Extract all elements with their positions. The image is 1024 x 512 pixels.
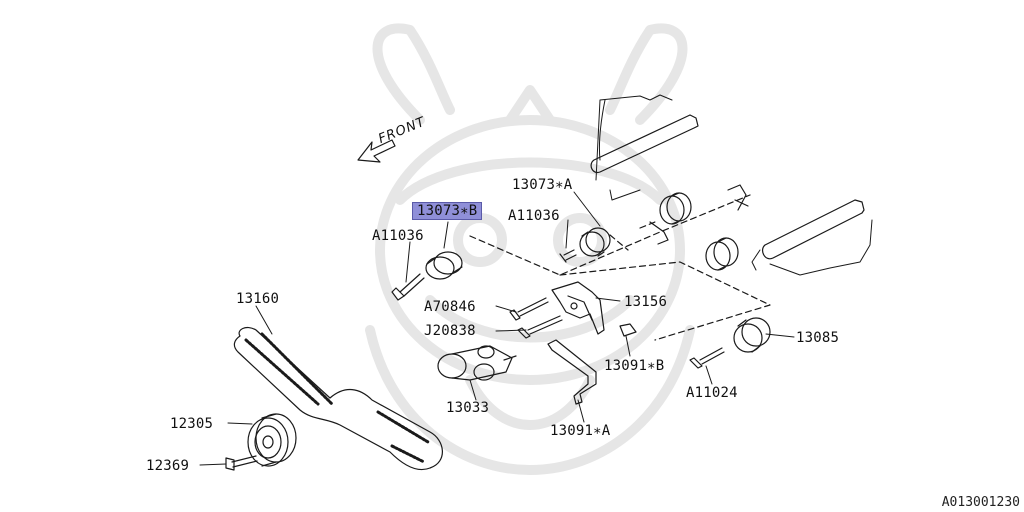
bolt-a11024 [689,347,725,369]
clip-13091b [619,323,637,337]
belt-tensioner-13033 [437,345,517,381]
part-label-a11036-right[interactable]: A11036 [508,208,560,224]
belt-routing-dashed-line [469,194,751,276]
part-label-13073b[interactable]: 13073∗B [412,202,483,220]
right-camshaft-shape [761,199,865,260]
bolt-a11036-right [559,249,577,263]
part-label-a70846[interactable]: A70846 [424,299,476,315]
crank-pulley-12305 [247,413,297,467]
line-art [199,94,873,471]
part-label-12369[interactable]: 12369 [146,458,190,474]
part-label-j20838[interactable]: J20838 [424,323,476,339]
diagram-reference-code: A013001230 [941,495,1020,510]
cam-idler-pulley-lower [705,237,739,271]
bolt-a70846 [509,297,549,321]
part-label-13085[interactable]: 13085 [796,330,840,346]
idler-pulley-13073a [579,227,611,257]
bolt-j20838 [517,315,563,339]
part-label-13160[interactable]: 13160 [236,291,280,307]
part-label-13091b[interactable]: 13091∗B [604,358,665,374]
part-label-13156[interactable]: 13156 [624,294,668,310]
part-label-12305[interactable]: 12305 [170,416,214,432]
part-label-13091a[interactable]: 13091∗A [550,423,611,439]
bolt-a11036-left [391,273,425,301]
part-label-a11024[interactable]: A11024 [686,385,738,401]
upper-camshaft-shape [590,114,699,174]
part-label-13033[interactable]: 13033 [446,400,490,416]
idler-pulley-13073b [425,251,463,280]
cam-idler-pulley-upper [659,192,692,225]
front-arrow-icon [357,139,396,163]
leader-lines [199,191,795,466]
timing-belt-13160 [233,326,443,471]
crank-bolt-12369 [225,455,258,471]
tensioner-bracket-13156 [551,281,605,335]
part-label-13073a[interactable]: 13073∗A [512,177,573,193]
samurai-helmet-watermark-icon [365,23,695,475]
part-label-a11036-left[interactable]: A11036 [372,228,424,244]
idler-pulley-13085 [733,317,771,353]
